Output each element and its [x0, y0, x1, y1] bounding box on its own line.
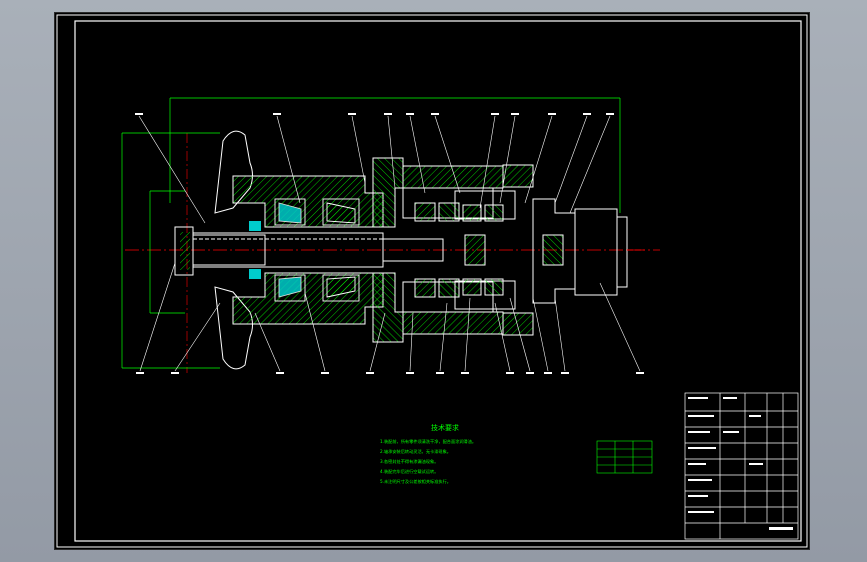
- planetary-stage-one: [402, 165, 504, 335]
- tech-note: 4.装配完毕后进行空载试运转。: [380, 468, 438, 475]
- part-number-markers-top: [135, 113, 614, 115]
- inner-frame: [74, 20, 802, 542]
- hydraulic-motor: [532, 198, 645, 304]
- left-flange: [174, 130, 266, 370]
- tech-requirements-notes: 1.装配前，所有零件须清洗干净，配合面涂润滑油。 2.轴承安装后转动灵活，无卡滞…: [380, 438, 476, 485]
- outer-frame: [56, 14, 808, 548]
- leader-lines-bottom: [139, 262, 641, 372]
- input-shaft: [192, 232, 444, 268]
- part-number-markers-bottom: [136, 372, 644, 374]
- tech-note: 1.装配前，所有零件须清洗干净，配合面涂润滑油。: [380, 438, 476, 445]
- shaft-seals: [249, 221, 261, 279]
- tapered-bearings: [274, 198, 360, 302]
- parameter-table: [596, 440, 653, 474]
- title-block: [684, 392, 799, 540]
- tech-note: 2.轴承安装后转动灵活，无卡滞现象。: [380, 448, 451, 455]
- tech-requirements-title: 技术要求: [431, 423, 459, 432]
- title-block-text-marks: [688, 397, 793, 530]
- planetary-stage-two: [454, 164, 534, 336]
- leader-lines-top: [138, 115, 611, 224]
- tech-note: 5.未注明尺寸及公差按相关标准执行。: [380, 478, 451, 485]
- tech-note: 3.各密封处不得有渗漏油现象。: [380, 458, 438, 465]
- drawing-sheet: 技术要求 1.装配前，所有零件须清洗干净，配合面涂润滑油。 2.轴承安装后转动灵…: [55, 13, 809, 549]
- assembly-drawing: 技术要求 1.装配前，所有零件须清洗干净，配合面涂润滑油。 2.轴承安装后转动灵…: [56, 14, 808, 548]
- overall-dimension: [121, 97, 621, 369]
